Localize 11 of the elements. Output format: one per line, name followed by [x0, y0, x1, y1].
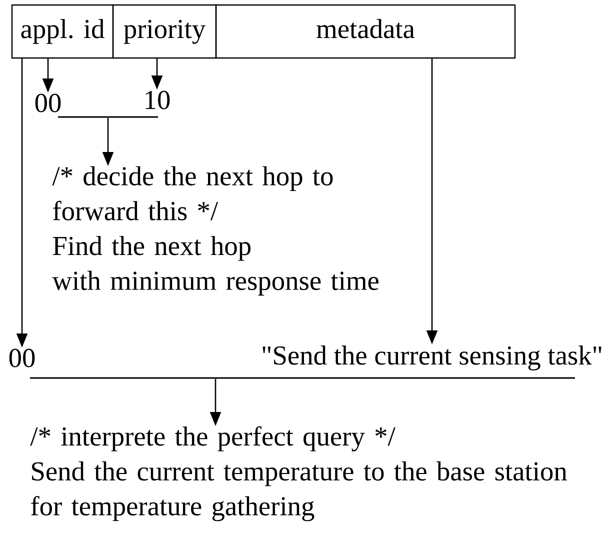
- record-field: metadata: [215, 4, 516, 59]
- bracket-line: [30, 377, 575, 379]
- comment-text: /* interprete the perfect query */ Send the current temperature to the base station for temperature gathering: [30, 426, 567, 522]
- value-text: 00: [35, 94, 61, 112]
- bracket-line: [58, 116, 158, 118]
- record-field: appl. id: [11, 4, 114, 59]
- value-text: 10: [146, 90, 170, 110]
- value-text: "Send the current sensing task": [262, 346, 602, 370]
- value-text: 00: [9, 348, 35, 368]
- record-field: priority: [112, 4, 217, 59]
- comment-text: /* decide the next hop to forward this */ Find the next hop with minimum response time: [52, 166, 378, 296]
